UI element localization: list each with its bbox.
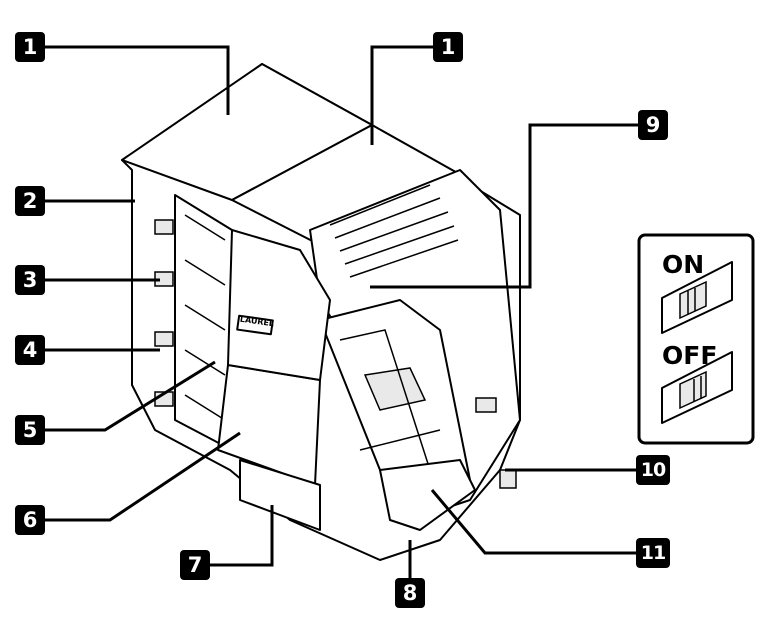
switch-off-icon: [661, 351, 733, 424]
power-switch-inset: [637, 233, 755, 445]
leader-line-1a: [45, 45, 230, 115]
leader-line-5: [45, 360, 216, 432]
leader-lines: [45, 45, 638, 578]
switch-off-label: OFF: [662, 341, 718, 370]
switch-on-icon: [661, 261, 733, 334]
callout-10: 10: [636, 455, 670, 485]
callout-1-top-right: 1: [433, 32, 463, 62]
callout-3: 3: [15, 265, 45, 295]
callout-9: 9: [638, 110, 668, 140]
callout-4: 4: [15, 335, 45, 365]
callout-2: 2: [15, 186, 45, 216]
leader-line-1b: [370, 45, 433, 145]
callout-5: 5: [15, 415, 45, 445]
callout-6: 6: [15, 505, 45, 535]
leader-line-9: [370, 123, 638, 289]
machine-body: [121, 63, 521, 561]
leader-line-6: [45, 431, 241, 522]
callout-1-top-left: 1: [15, 32, 45, 62]
callout-8: 8: [395, 578, 425, 608]
callout-11: 11: [636, 538, 670, 568]
switch-on-label: ON: [662, 250, 705, 279]
callout-7: 7: [180, 550, 210, 580]
leader-line-11: [430, 489, 638, 555]
leader-line-7: [208, 505, 274, 567]
